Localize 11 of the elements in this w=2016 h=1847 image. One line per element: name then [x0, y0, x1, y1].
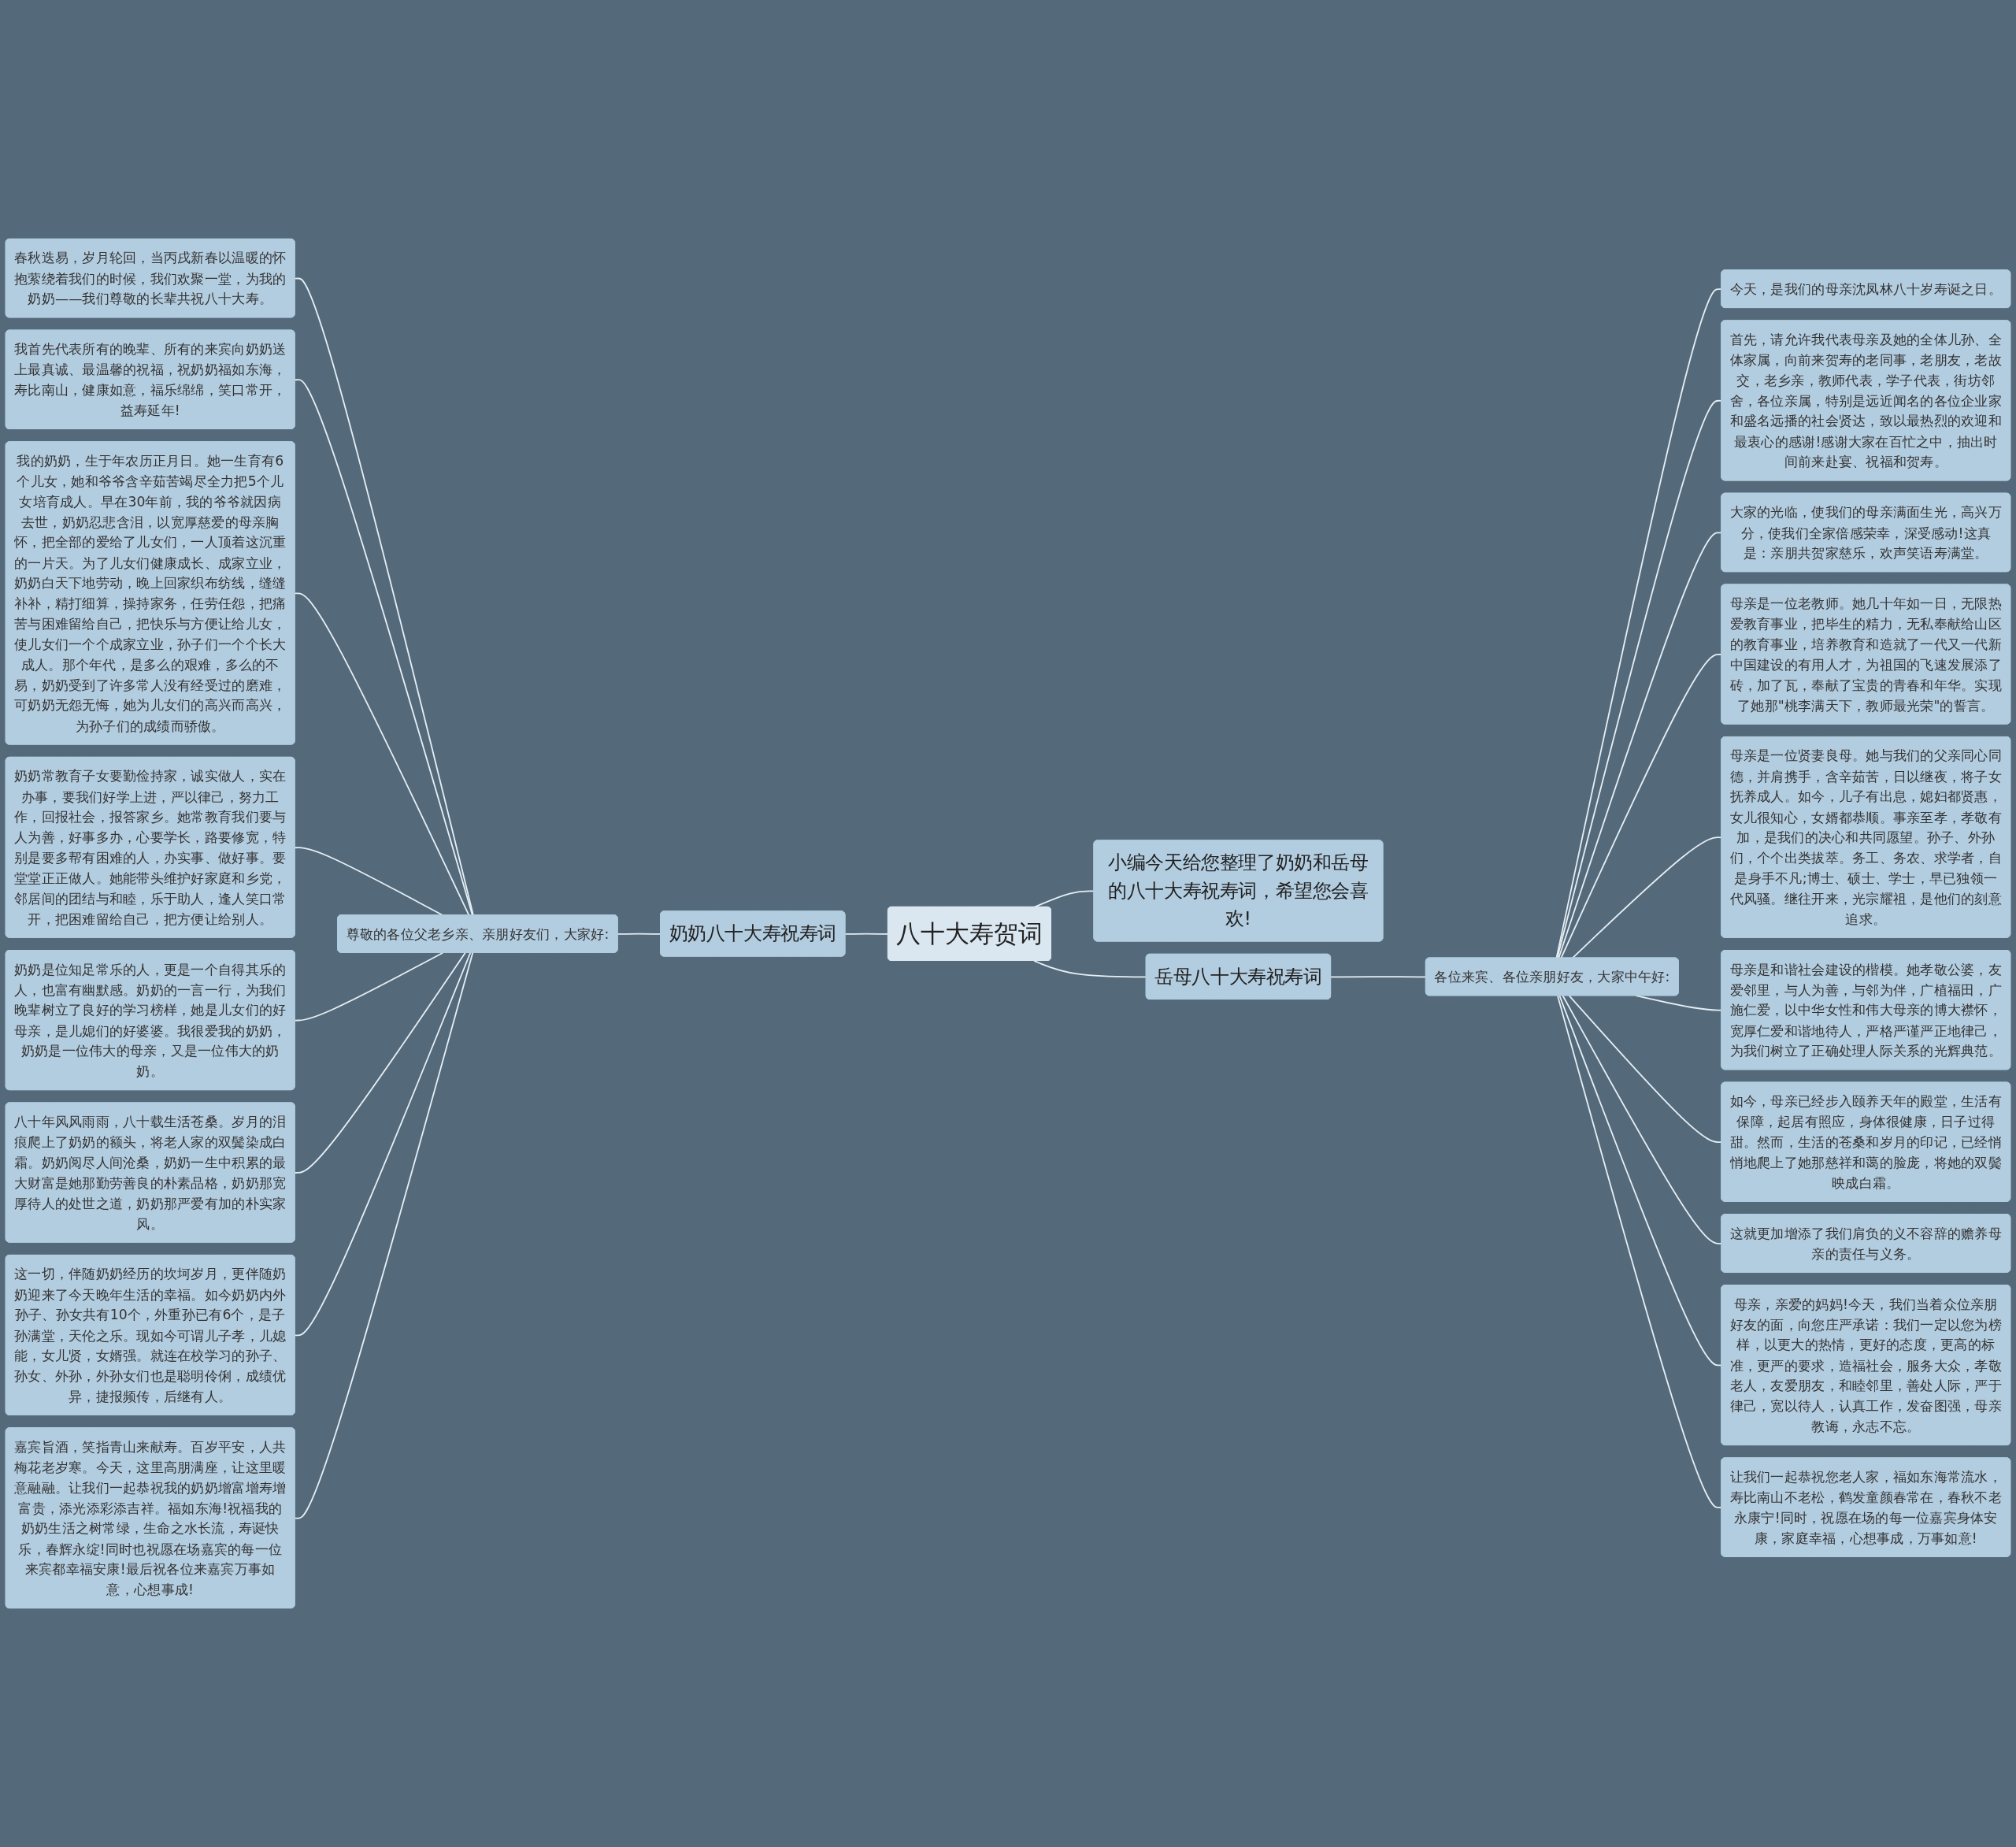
connector	[1330, 976, 1427, 978]
connector	[294, 277, 474, 916]
connector	[294, 951, 444, 1022]
connector	[294, 951, 474, 1519]
connector	[294, 951, 472, 1337]
connector	[294, 592, 470, 916]
connector	[294, 379, 473, 916]
connector	[1033, 960, 1147, 978]
connector	[844, 933, 889, 935]
connector	[294, 951, 466, 1174]
connector	[617, 933, 662, 935]
